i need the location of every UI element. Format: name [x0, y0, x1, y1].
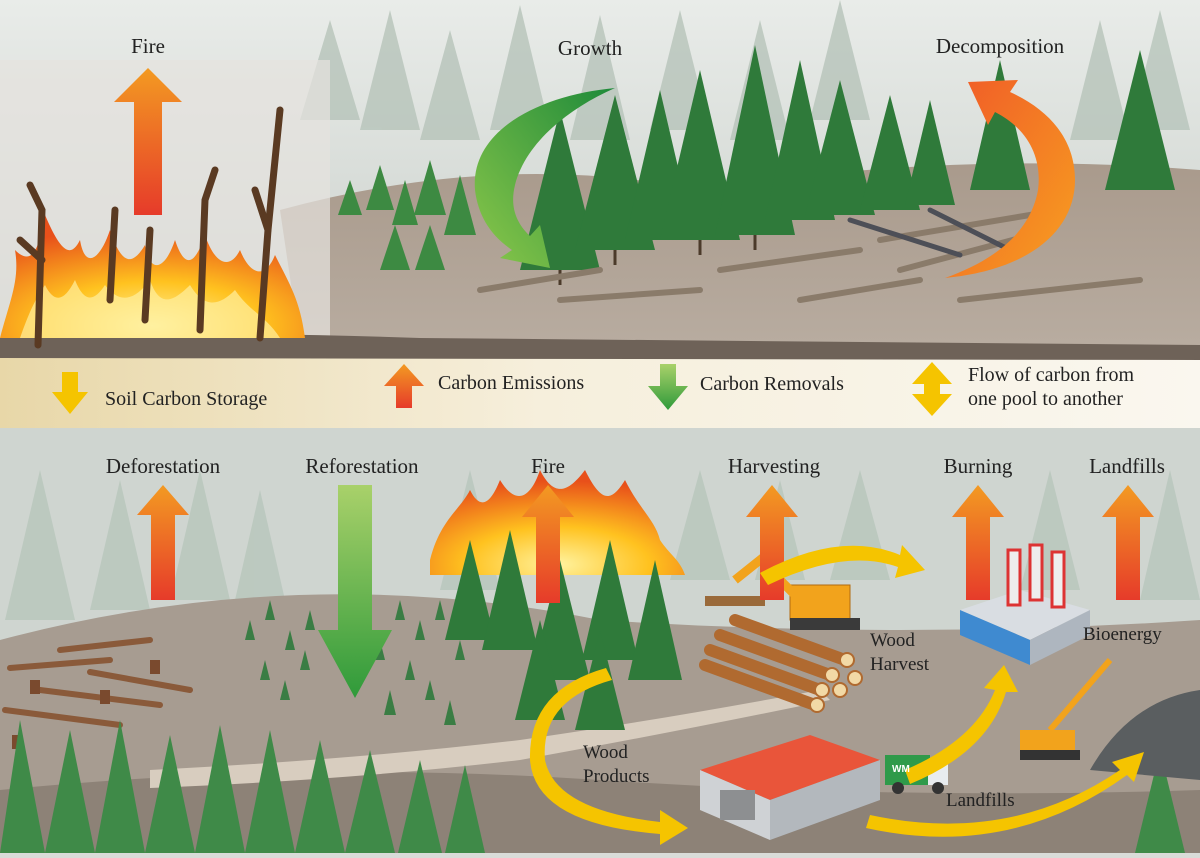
bottom-fire-label: Fire [531, 454, 565, 478]
forest-fire-flames [0, 215, 305, 338]
fire-emission-arrow [114, 68, 182, 215]
top-forest-trees [338, 45, 1175, 285]
ground-line [0, 334, 1200, 360]
deforestation-label: Deforestation [105, 454, 221, 478]
legend-flow-arrow [912, 362, 952, 416]
legend-carbon-emissions: Carbon Emissions [438, 372, 585, 394]
burning-emission-arrow [952, 485, 1004, 600]
harvesting-label: Harvesting [727, 454, 821, 478]
legend-flow-line1: Flow of carbon from [968, 364, 1135, 386]
burning-label: Burning [943, 454, 1013, 478]
wood-harvest-label-line1: Wood [870, 630, 915, 651]
legend-flow-line2: one pool to another [968, 388, 1123, 410]
top-panel [0, 0, 1200, 360]
legend-soil-arrow [52, 372, 88, 414]
fire-emission-arrow-bottom [522, 485, 574, 603]
landfills-emission-arrow [1102, 485, 1154, 600]
dark-logs [847, 207, 1013, 258]
top-decomposition-label: Decomposition [935, 34, 1065, 58]
legend-emission-arrow [384, 364, 424, 408]
wood-harvest-label-line2: Harvest [870, 654, 930, 675]
growth-removal-arrow [474, 88, 615, 268]
wood-products-label-line1: Wood [583, 742, 628, 763]
landfills-bottom-label: Landfills [946, 790, 1015, 811]
reforestation-saplings [245, 600, 465, 725]
truck-logo-text: WM [892, 764, 910, 775]
legend-removal-arrow [648, 364, 688, 410]
decomposition-emission-arrow [945, 80, 1075, 278]
top-fire-label: Fire [131, 34, 165, 58]
legend-soil-carbon-storage: Soil Carbon Storage [105, 388, 268, 410]
bioenergy-factory [960, 543, 1090, 665]
reforestation-label: Reforestation [305, 454, 419, 478]
wood-products-warehouse [700, 735, 880, 840]
landfills-top-label: Landfills [1089, 454, 1165, 478]
wood-products-label-line2: Products [583, 766, 650, 787]
landfill-heap [1020, 658, 1200, 780]
bottom-panel [0, 428, 1200, 853]
bioenergy-label: Bioenergy [1083, 624, 1162, 645]
foreground-trees [0, 720, 1185, 853]
burnt-trees [16, 106, 284, 349]
wood-harvest-logs [699, 614, 863, 713]
reforestation-removal-arrow [318, 485, 392, 698]
legend-carbon-removals: Carbon Removals [700, 373, 844, 395]
harvesting-emission-arrow [746, 485, 798, 600]
top-growth-label: Growth [557, 36, 623, 60]
deforestation-emission-arrow [137, 485, 189, 600]
carbon-flow-arrows [529, 545, 1144, 845]
legend-band [0, 358, 1200, 428]
